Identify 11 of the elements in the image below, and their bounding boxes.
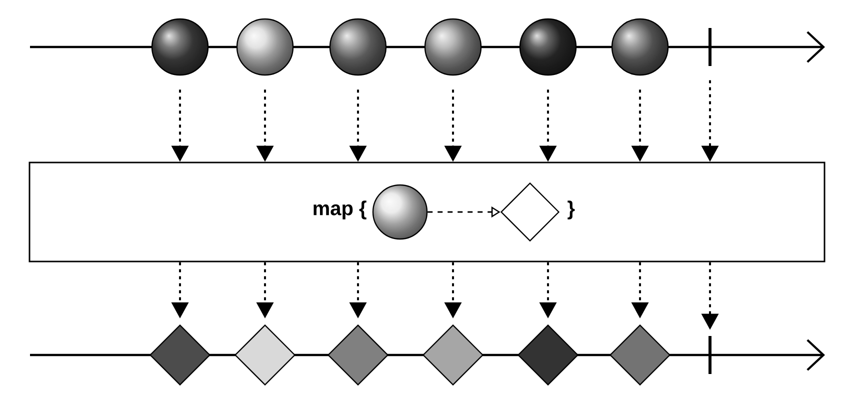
marble-circle — [329, 18, 387, 76]
marble-circle — [372, 184, 428, 240]
brace-label: } — [568, 200, 575, 220]
completion-bar — [708, 336, 712, 374]
marble-circle — [519, 18, 577, 76]
marble-circle — [236, 18, 294, 76]
marble-circle — [611, 18, 669, 76]
completion-bar — [708, 28, 712, 66]
operator-label: map { — [314, 200, 366, 220]
marble-circle — [151, 18, 209, 76]
marble-circle — [424, 18, 482, 76]
